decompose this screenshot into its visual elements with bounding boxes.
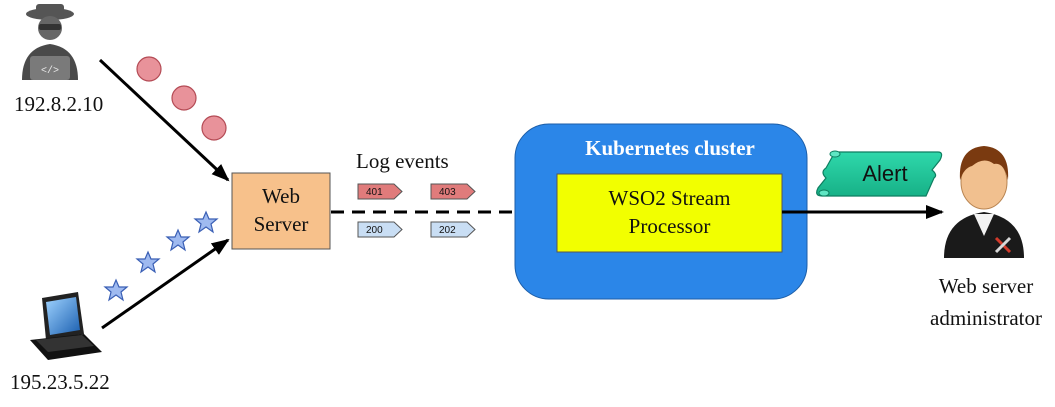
attack-arrow xyxy=(98,58,230,182)
log-event-tag-label: 401 xyxy=(366,187,383,198)
log-event-tag: 401 xyxy=(357,183,403,200)
processor-label-line2: Processor xyxy=(628,214,711,238)
hacker-icon: </> xyxy=(22,4,78,80)
attack-packet-icon xyxy=(136,56,162,82)
log-event-tag-label: 202 xyxy=(439,225,456,236)
admin-label-line1: Web server xyxy=(938,274,1034,298)
admin-avatar-icon xyxy=(944,146,1024,258)
attacker-ip-label: 192.8.2.10 xyxy=(14,92,104,116)
admin-label-line2: administrator xyxy=(930,306,1042,330)
processor-label-line1: WSO2 Stream xyxy=(608,186,731,210)
attack-packet-icon xyxy=(201,115,227,141)
cluster-title: Kubernetes cluster xyxy=(585,136,755,160)
request-arrow xyxy=(101,238,230,330)
web-server-box xyxy=(231,172,331,250)
log-event-tag-label: 200 xyxy=(366,225,383,236)
stream-processor-box xyxy=(556,173,783,253)
log-event-tag: 202 xyxy=(430,221,476,238)
web-server-label-line1: Web xyxy=(262,184,300,208)
attack-packet-icon xyxy=(171,85,197,111)
request-star-icon xyxy=(103,210,219,302)
log-event-tag-label: 403 xyxy=(439,187,456,198)
svg-text:</>: </> xyxy=(41,65,59,77)
alert-scroll-icon xyxy=(816,150,943,197)
laptop-icon xyxy=(30,292,102,360)
log-event-tag: 200 xyxy=(357,221,403,238)
user-ip-label: 195.23.5.22 xyxy=(10,370,110,394)
log-events-title: Log events xyxy=(356,149,449,173)
log-event-tag: 403 xyxy=(430,183,476,200)
alert-label: Alert xyxy=(862,161,908,186)
web-server-label-line2: Server xyxy=(253,212,309,236)
